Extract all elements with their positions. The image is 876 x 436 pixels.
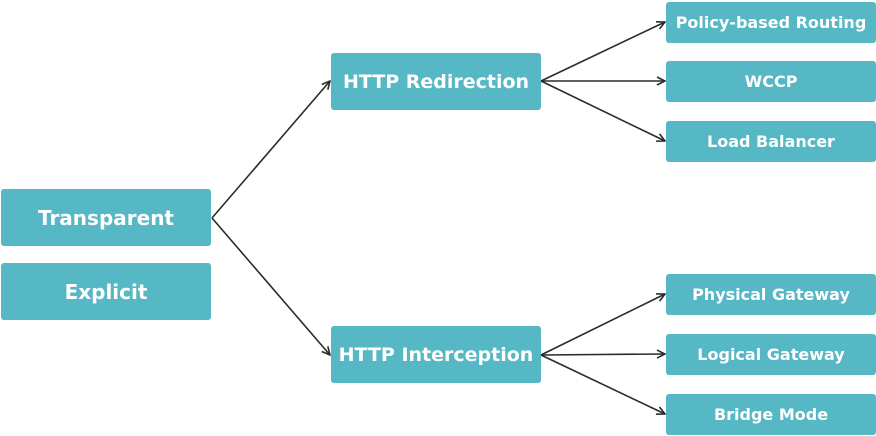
edge-redirection-to-policy-routing [540, 22, 665, 82]
node-transparent: Transparent [1, 189, 211, 246]
node-http-interception-label: HTTP Interception [338, 343, 534, 366]
edge-transparent-to-interception [211, 217, 330, 355]
node-wccp-label: WCCP [744, 72, 798, 91]
node-wccp: WCCP [666, 61, 876, 102]
node-http-redirection-label: HTTP Redirection [342, 70, 530, 93]
node-logical-gateway: Logical Gateway [666, 334, 876, 375]
edge-transparent-to-redirection [211, 81, 330, 219]
node-physical-gateway: Physical Gateway [666, 274, 876, 315]
node-http-interception: HTTP Interception [331, 326, 541, 383]
node-load-balancer: Load Balancer [666, 121, 876, 162]
node-logical-gateway-label: Logical Gateway [697, 345, 845, 364]
node-policy-based-routing-label: Policy-based Routing [675, 13, 867, 32]
edge-interception-to-bridge-mode [540, 354, 665, 414]
node-explicit: Explicit [1, 263, 211, 320]
node-bridge-mode-label: Bridge Mode [713, 405, 829, 424]
edge-redirection-to-load-balancer [540, 80, 665, 141]
node-http-redirection: HTTP Redirection [331, 53, 541, 110]
edge-interception-to-logical-gateway [540, 354, 665, 355]
edge-interception-to-physical-gateway [540, 294, 665, 356]
node-physical-gateway-label: Physical Gateway [692, 285, 850, 304]
node-load-balancer-label: Load Balancer [707, 132, 835, 151]
node-policy-based-routing: Policy-based Routing [666, 2, 876, 43]
node-transparent-label: Transparent [38, 205, 174, 230]
node-bridge-mode: Bridge Mode [666, 394, 876, 435]
node-explicit-label: Explicit [64, 279, 148, 304]
